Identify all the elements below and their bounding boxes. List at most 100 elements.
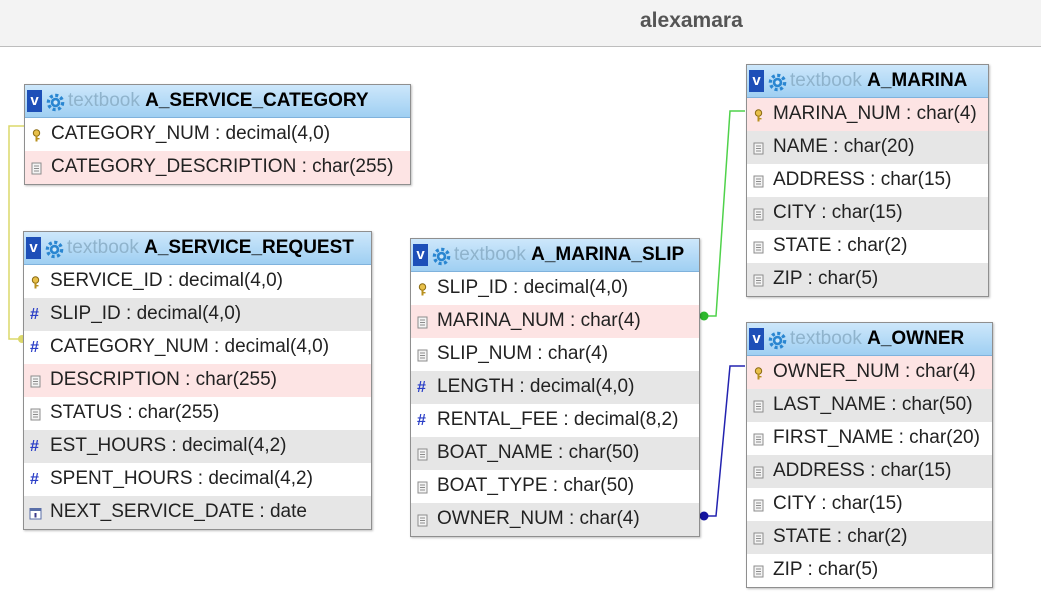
toggle-columns-button[interactable]: v [749, 70, 764, 92]
numeric-field-icon: # [30, 339, 39, 356]
column-label: BOAT_TYPE : char(50) [437, 475, 635, 496]
database-title: alexamara [640, 9, 743, 32]
table-header[interactable]: v textbook A_MARINA [747, 65, 988, 98]
column-row[interactable]: # SLIP_ID : decimal(4,0) [24, 298, 371, 331]
column-row[interactable]: BOAT_NAME : char(50) [411, 437, 699, 470]
text-field-icon [753, 433, 764, 446]
column-row[interactable]: CITY : char(15) [747, 488, 992, 521]
text-field-icon [417, 448, 428, 461]
text-field-icon [753, 532, 764, 545]
column-row[interactable]: STATUS : char(255) [24, 397, 371, 430]
schema-name: textbook [454, 244, 526, 265]
column-row[interactable]: SERVICE_ID : decimal(4,0) [24, 265, 371, 298]
column-row[interactable]: SLIP_NUM : char(4) [411, 338, 699, 371]
text-field-icon [753, 175, 764, 188]
column-label: OWNER_NUM : char(4) [773, 361, 976, 382]
date-field-icon [29, 508, 42, 520]
column-row[interactable]: ADDRESS : char(15) [747, 164, 988, 197]
column-label: SERVICE_ID : decimal(4,0) [50, 270, 284, 291]
numeric-field-icon: # [30, 471, 39, 488]
schema-name: textbook [790, 70, 862, 91]
column-row[interactable]: ADDRESS : char(15) [747, 455, 992, 488]
column-label: ZIP : char(5) [773, 559, 879, 580]
numeric-field-icon: # [417, 379, 426, 396]
toggle-columns-button[interactable]: v [413, 244, 428, 266]
relation-end-dot-marina [699, 311, 709, 321]
text-field-icon [417, 349, 428, 362]
table-a-service-category[interactable]: v textbook A_SERVICE_CATEGORY CATEGORY_NUM… [24, 84, 411, 185]
gear-icon[interactable] [46, 93, 65, 112]
text-field-icon [417, 514, 428, 527]
text-field-icon [417, 481, 428, 494]
table-a-marina-slip[interactable]: v textbook A_MARINA_SLIP SLIP_ID : decimal… [410, 238, 700, 537]
column-row[interactable]: OWNER_NUM : char(4) [747, 356, 992, 389]
column-row[interactable]: ZIP : char(5) [747, 263, 988, 296]
column-row[interactable]: STATE : char(2) [747, 521, 992, 554]
table-title: A_MARINA [867, 70, 968, 91]
column-label: EST_HOURS : decimal(4,2) [50, 435, 287, 456]
numeric-field-icon: # [30, 438, 39, 455]
toggle-columns-button[interactable]: v [27, 90, 42, 112]
column-label: CITY : char(15) [773, 202, 903, 223]
table-header[interactable]: v textbook A_SERVICE_CATEGORY [25, 85, 410, 118]
column-row[interactable]: ZIP : char(5) [747, 554, 992, 587]
gear-icon[interactable] [45, 240, 64, 259]
column-row[interactable]: LAST_NAME : char(50) [747, 389, 992, 422]
column-label: NAME : char(20) [773, 136, 915, 157]
column-label: LENGTH : decimal(4,0) [437, 376, 635, 397]
column-row[interactable]: MARINA_NUM : char(4) [747, 98, 988, 131]
schema-name: textbook [790, 328, 862, 349]
numeric-field-icon: # [417, 412, 426, 429]
column-label: CATEGORY_DESCRIPTION : char(255) [51, 156, 394, 177]
column-row[interactable]: # LENGTH : decimal(4,0) [411, 371, 699, 404]
table-name-label: textbook A_SERVICE_REQUEST [67, 237, 354, 259]
column-row[interactable]: # SPENT_HOURS : decimal(4,2) [24, 463, 371, 496]
column-label: SLIP_NUM : char(4) [437, 343, 609, 364]
column-row[interactable]: MARINA_NUM : char(4) [411, 305, 699, 338]
column-row[interactable]: # EST_HOURS : decimal(4,2) [24, 430, 371, 463]
table-title: A_MARINA_SLIP [531, 244, 685, 265]
column-row[interactable]: NAME : char(20) [747, 131, 988, 164]
toggle-columns-button[interactable]: v [26, 237, 41, 259]
table-header[interactable]: v textbook A_MARINA_SLIP [411, 239, 699, 272]
column-label: ZIP : char(5) [773, 268, 879, 289]
gear-icon[interactable] [768, 73, 787, 92]
column-row[interactable]: BOAT_TYPE : char(50) [411, 470, 699, 503]
designer-top-bar: alexamara [0, 0, 1041, 47]
column-label: FIRST_NAME : char(20) [773, 427, 980, 448]
table-name-label: textbook A_SERVICE_CATEGORY [68, 90, 369, 112]
column-row[interactable]: CATEGORY_NUM : decimal(4,0) [25, 118, 410, 151]
column-row[interactable]: DESCRIPTION : char(255) [24, 364, 371, 397]
column-row[interactable]: CATEGORY_DESCRIPTION : char(255) [25, 151, 410, 184]
table-title: A_SERVICE_REQUEST [144, 237, 354, 258]
column-row[interactable]: SLIP_ID : decimal(4,0) [411, 272, 699, 305]
column-label: SLIP_ID : decimal(4,0) [437, 277, 629, 298]
gear-icon[interactable] [768, 331, 787, 350]
column-row[interactable]: #RENTAL_FEE : decimal(8,2) [411, 404, 699, 437]
text-field-icon [417, 316, 428, 329]
column-label: NEXT_SERVICE_DATE : date [50, 501, 307, 522]
column-row[interactable]: STATE : char(2) [747, 230, 988, 263]
table-a-service-request[interactable]: v textbook A_SERVICE_REQUEST SERVICE_ID : … [23, 231, 372, 530]
text-field-icon [30, 408, 41, 421]
column-label: SPENT_HOURS : decimal(4,2) [50, 468, 313, 489]
table-a-marina[interactable]: v textbook A_MARINA MARINA_NUM : char(4) NA… [746, 64, 989, 297]
column-row[interactable]: FIRST_NAME : char(20) [747, 422, 992, 455]
column-row[interactable]: CITY : char(15) [747, 197, 988, 230]
column-row[interactable]: OWNER_NUM : char(4) [411, 503, 699, 536]
primary-key-icon [31, 276, 40, 289]
relation-line-marina [701, 110, 745, 317]
column-label: DESCRIPTION : char(255) [50, 369, 277, 390]
column-label: STATUS : char(255) [50, 402, 220, 423]
numeric-field-icon: # [30, 306, 39, 323]
toggle-columns-button[interactable]: v [749, 328, 764, 350]
gear-icon[interactable] [432, 247, 451, 266]
text-field-icon [753, 208, 764, 221]
column-label: SLIP_ID : decimal(4,0) [50, 303, 242, 324]
table-header[interactable]: v textbook A_SERVICE_REQUEST [24, 232, 371, 265]
text-field-icon [30, 375, 41, 388]
column-row[interactable]: NEXT_SERVICE_DATE : date [24, 496, 371, 529]
column-row[interactable]: #CATEGORY_NUM : decimal(4,0) [24, 331, 371, 364]
